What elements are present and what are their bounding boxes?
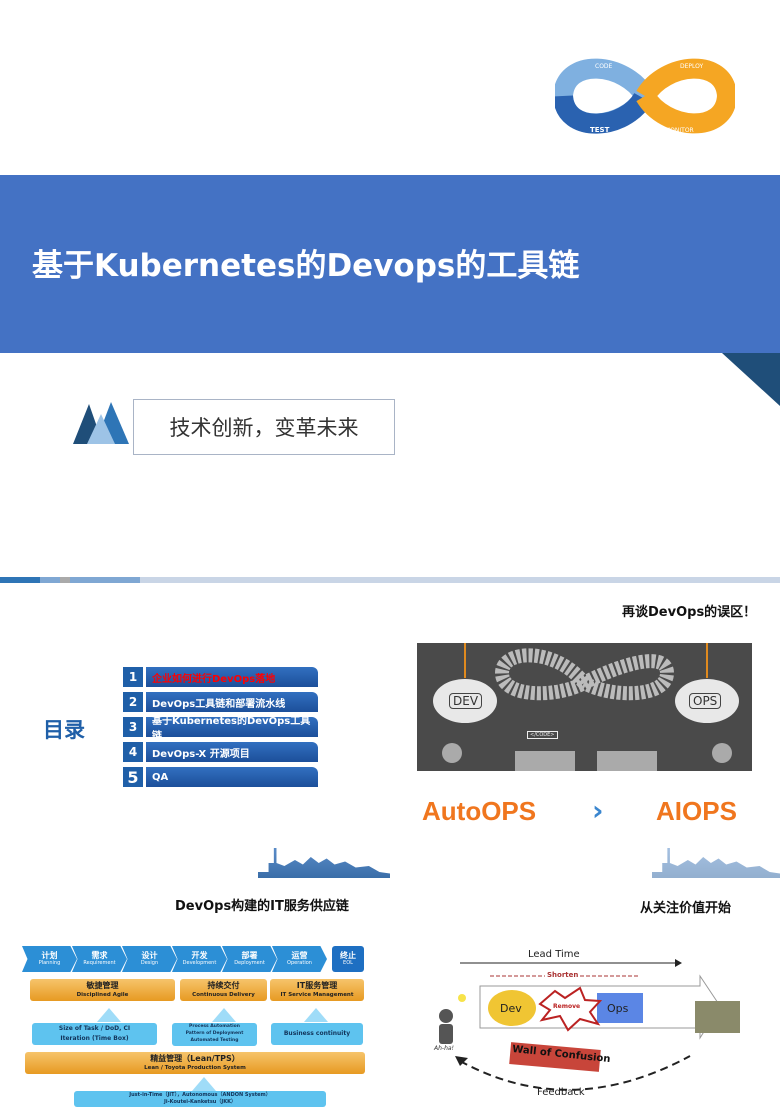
arrow-up-icon — [212, 1008, 236, 1022]
svg-text:DEPLOY: DEPLOY — [680, 63, 704, 70]
arrow-up-icon — [192, 1077, 216, 1091]
skyline-image — [652, 848, 780, 878]
supply-chain-title: DevOps构建的IT服务供应链 — [175, 899, 349, 914]
svg-text:MONITOR: MONITOR — [665, 127, 694, 134]
aiops-label: AIOPS — [656, 796, 737, 826]
company-logo — [73, 400, 129, 448]
code-label: </CODE> — [527, 731, 558, 739]
menu-label: DevOps-X 开源项目 — [146, 742, 318, 762]
menu-num: 1 — [123, 667, 143, 687]
svg-text:TEST: TEST — [590, 126, 610, 134]
tagline-box: 技术创新，变革未来 — [133, 399, 395, 455]
shorten-label: Shorten — [545, 971, 581, 979]
aha-label: Ah-ha! — [434, 1045, 454, 1052]
devops-infinity-logo: CODE TEST DEPLOY MONITOR — [552, 52, 738, 140]
menu-num: 3 — [123, 717, 143, 737]
dev-ops-image: DEV OPS </CODE> — [417, 643, 752, 771]
lean-detail: Just-in-Time（JIT），Autonomous（ANDON Syste… — [74, 1091, 326, 1107]
title-band — [0, 175, 780, 353]
myth-title: 再谈DevOps的误区！ — [622, 605, 757, 620]
menu-label: 基于Kubernetes的DevOps工具链 — [146, 716, 318, 742]
arrow-up-icon — [97, 1008, 121, 1022]
value-title: 从关注价值开始 — [640, 901, 732, 916]
ops-label: OPS — [689, 693, 722, 709]
ops-label: Ops — [607, 1002, 629, 1015]
skyline-image — [258, 848, 390, 878]
divider — [70, 577, 140, 583]
menu-label: QA — [146, 767, 318, 787]
autoops-label: AutoOPS — [422, 796, 537, 826]
menu-label: DevOps工具链和部署流水线 — [146, 692, 318, 712]
remove-label: Remove — [553, 1003, 581, 1010]
menu-num: 2 — [123, 692, 143, 712]
menu-label: 企业如何进行DevOps落地 — [146, 667, 318, 687]
svg-text:CODE: CODE — [595, 63, 613, 70]
dev-label: Dev — [500, 1002, 522, 1015]
divider — [0, 577, 40, 583]
divider — [40, 577, 60, 583]
menu-title: 目录 — [43, 718, 85, 742]
value-diagram: Lead Time Shorten Dev Remove Ops Ah-ha! … — [420, 946, 780, 1102]
corner-triangle — [722, 353, 780, 406]
dev-label: DEV — [449, 693, 483, 709]
arrow-up-icon — [304, 1008, 328, 1022]
menu-num: 4 — [123, 742, 143, 762]
divider — [60, 577, 70, 583]
feedback-label: Feedback — [537, 1087, 585, 1098]
divider — [140, 577, 780, 583]
menu-num: 5 — [123, 767, 143, 787]
lean-box: 精益管理（Lean/TPS）Lean / Toyota Production S… — [25, 1052, 365, 1074]
presentation-title: 基于Kubernetes的Devops的工具链 — [32, 248, 580, 284]
lead-time-label: Lead Time — [528, 949, 580, 960]
tagline: 技术创新，变革未来 — [169, 416, 359, 440]
itsm-detail: Business continuity — [271, 1023, 363, 1045]
arrow-icon: › — [592, 794, 604, 827]
